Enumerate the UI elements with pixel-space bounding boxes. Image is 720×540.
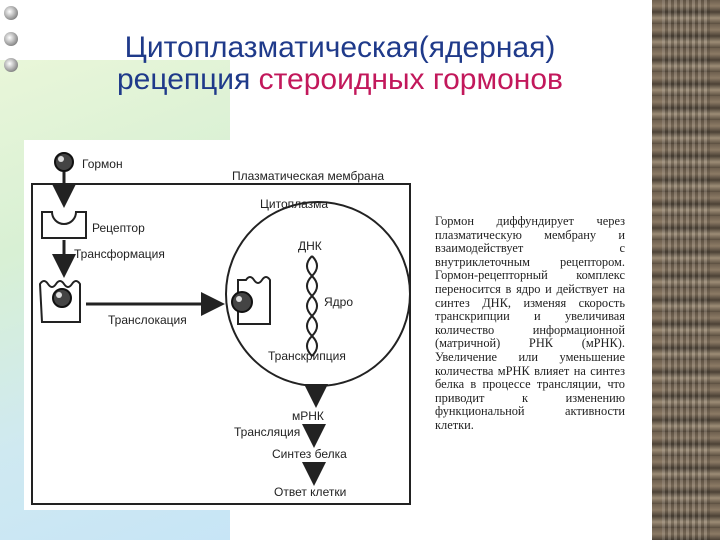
label-nucleus: Ядро <box>324 295 353 309</box>
binder-ring <box>4 58 18 72</box>
dna-helix-icon <box>306 255 318 357</box>
nuclear-complex-icon <box>231 276 271 325</box>
hormone-receptor-complex-icon <box>38 280 81 323</box>
label-protein-synthesis: Синтез белка <box>272 447 347 461</box>
label-cell-response: Ответ клетки <box>274 485 346 499</box>
label-cytoplasm: Цитоплазма <box>260 197 328 211</box>
label-transformation: Трансформация <box>74 247 165 261</box>
label-dna: ДНК <box>298 239 322 253</box>
label-receptor: Рецептор <box>92 221 145 235</box>
description-text: Гормон диффундирует через плазматическую… <box>435 214 625 432</box>
cell-membrane <box>31 183 411 505</box>
binder-ring <box>4 32 18 46</box>
label-hormone: Гормон <box>82 157 123 171</box>
label-mrna: мРНК <box>292 409 324 423</box>
title-line-2-accent: стероидных гормонов <box>258 63 563 96</box>
slide-title: Цитоплазматическая(ядерная) рецепция сте… <box>40 32 640 96</box>
hormone-icon <box>54 152 74 172</box>
title-line-2-plain: рецепция <box>116 63 259 96</box>
diagram-svg: Гормон Плазматическая мембрана Цитоплазм… <box>31 152 411 505</box>
receptor-icon <box>41 211 87 239</box>
binder-rings <box>0 0 26 80</box>
title-line-1: Цитоплазматическая(ядерная) <box>124 31 556 64</box>
decorative-border <box>652 0 720 540</box>
diagram-figure: Гормон Плазматическая мембрана Цитоплазм… <box>24 140 634 510</box>
label-plasma-membrane: Плазматическая мембрана <box>232 169 384 183</box>
title-line-2: рецепция стероидных гормонов <box>40 64 640 96</box>
binder-ring <box>4 6 18 20</box>
label-translocation: Транслокация <box>108 313 187 327</box>
label-translation: Трансляция <box>234 425 300 439</box>
label-transcription: Транскрипция <box>268 349 346 363</box>
